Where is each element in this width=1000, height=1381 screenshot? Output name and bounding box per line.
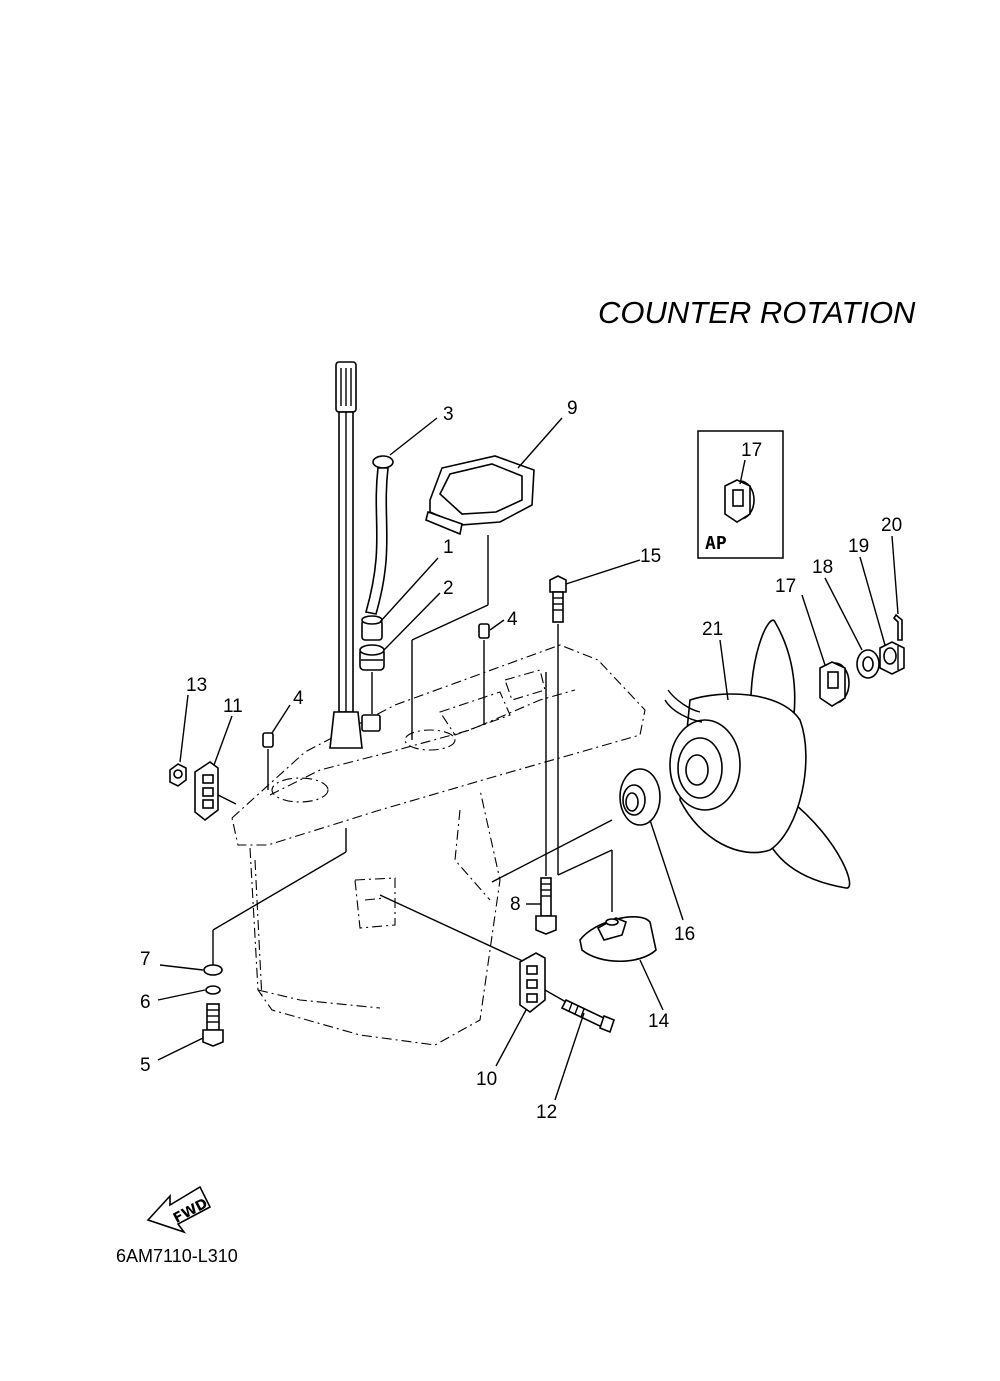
callout-6: 6 bbox=[140, 992, 151, 1013]
callout-17: 17 bbox=[775, 576, 796, 597]
callout-10: 10 bbox=[476, 1069, 497, 1090]
lock-washer-part-6 bbox=[205, 985, 221, 995]
diagram-title: COUNTER ROTATION bbox=[598, 295, 916, 330]
propeller-part-21 bbox=[664, 619, 851, 889]
inset-part-number: 17 bbox=[741, 440, 762, 461]
gasket-part-9 bbox=[425, 455, 535, 536]
bolt-part-5 bbox=[202, 1003, 224, 1047]
anode-part-11 bbox=[194, 761, 219, 822]
grommet-part-2 bbox=[359, 644, 385, 732]
callout-7: 7 bbox=[140, 949, 151, 970]
nut-part-19 bbox=[879, 641, 905, 675]
callout-8: 8 bbox=[510, 894, 521, 915]
fwd-arrow: FWD bbox=[146, 1185, 212, 1234]
inset-spacer-part bbox=[724, 479, 755, 523]
bolt-part-15 bbox=[549, 575, 567, 623]
callout-numbers: 3 9 1 2 4 4 15 13 11 7 6 5 8 21 17 18 19… bbox=[140, 398, 902, 1123]
inset-ap-box: 17 AP bbox=[697, 430, 784, 559]
callout-2: 2 bbox=[443, 578, 454, 599]
spacer-part-17 bbox=[819, 661, 850, 707]
callout-20: 20 bbox=[881, 515, 902, 536]
callout-18: 18 bbox=[812, 557, 833, 578]
nut-part-13 bbox=[169, 763, 187, 787]
callout-21: 21 bbox=[702, 619, 723, 640]
callout-12: 12 bbox=[536, 1102, 557, 1123]
water-tube bbox=[364, 455, 394, 615]
anode-part-10 bbox=[519, 952, 546, 1013]
callout-3: 3 bbox=[443, 404, 454, 425]
washer-part-7 bbox=[203, 964, 223, 976]
drive-shaft bbox=[329, 361, 363, 749]
callout-9: 9 bbox=[567, 398, 578, 419]
callout-15: 15 bbox=[640, 546, 661, 567]
callout-16: 16 bbox=[674, 924, 695, 945]
stud-bolt-part-8 bbox=[535, 877, 557, 935]
callout-11: 11 bbox=[223, 696, 243, 717]
bolt-part-12 bbox=[560, 998, 615, 1034]
callout-1: 1 bbox=[443, 537, 454, 558]
dowel-pin-left bbox=[262, 732, 274, 748]
callout-14: 14 bbox=[648, 1011, 670, 1032]
cotter-pin-part-20 bbox=[892, 613, 903, 641]
callout-4-right: 4 bbox=[507, 609, 518, 630]
inset-ap-tag: AP bbox=[705, 533, 727, 554]
dowel-pin-right bbox=[478, 623, 490, 639]
callout-5: 5 bbox=[140, 1055, 151, 1076]
callout-13: 13 bbox=[186, 675, 207, 696]
thrust-washer-part-16 bbox=[619, 768, 661, 826]
drawing-code: 6AM7110-L310 bbox=[116, 1246, 238, 1266]
callout-4-left: 4 bbox=[293, 688, 304, 709]
callout-19: 19 bbox=[848, 536, 869, 557]
seal-part-1 bbox=[361, 615, 383, 641]
trim-tab-part-14 bbox=[579, 916, 657, 963]
washer-part-18 bbox=[856, 649, 880, 679]
lower-case-housing bbox=[231, 644, 646, 1046]
leader-lines bbox=[157, 417, 899, 1101]
